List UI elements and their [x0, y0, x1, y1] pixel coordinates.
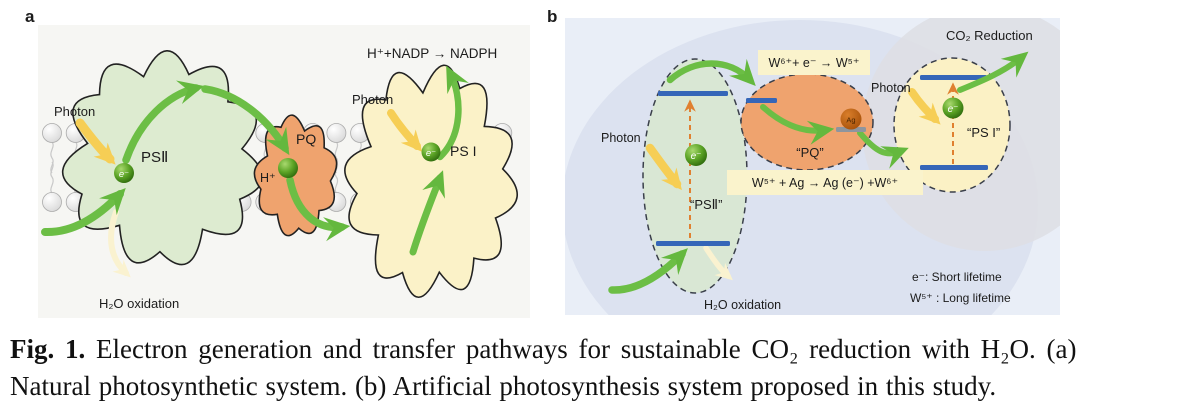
co2-reduction-label: CO₂ Reduction: [946, 28, 1033, 43]
h2o-oxidation-label-b: H₂O oxidation: [704, 298, 781, 312]
h2o-oxidation-arrow: [108, 209, 131, 278]
ag-transfer-equation-box: [727, 170, 923, 195]
panel-a-diagram: a Photon PSⅡ PQ H⁺ H⁺+NADP → NADPH Photo…: [25, 7, 530, 318]
photon-label-psi: Photon: [352, 92, 393, 107]
psii-export-arrow-2: [201, 85, 290, 156]
electron-label-psii-b: e⁻: [691, 151, 702, 162]
electron-sphere-psii-b: [685, 144, 707, 166]
pq-label-b: “PQ”: [796, 145, 823, 160]
photon-arrow-psi: [387, 109, 423, 152]
pq-internal-arrow: [760, 104, 835, 145]
electron-label-psi-b: e⁻: [948, 104, 959, 115]
psi-internal-arrow: [409, 170, 445, 256]
figure-caption: Fig. 1. Electron generation and transfer…: [10, 331, 1195, 402]
psii-label: PSⅡ: [141, 149, 168, 166]
psi-upper-level-bar: [920, 75, 987, 80]
water-electron-arrow: [41, 187, 126, 237]
silver-particle: [840, 108, 862, 130]
psii-label-b: “PSⅡ”: [690, 197, 722, 212]
pq-to-psi-arrow: [286, 176, 351, 242]
w-reduction-equation: W⁶⁺+ e⁻ → W⁵⁺: [769, 56, 860, 70]
psii-to-pq-arrow: [666, 58, 756, 87]
legend-electron-lifetime: e⁻: Short lifetime: [912, 270, 1002, 284]
psi-label-b: “PS I”: [967, 125, 1000, 140]
photon-arrow-psi-b: [908, 88, 941, 125]
psi-to-co2-arrow: [957, 51, 1029, 93]
psii-upper-level-bar: [658, 91, 728, 96]
silver-label: Ag: [846, 116, 855, 125]
panel-b-diagram: b Photon W⁶⁺+ e⁻ → W⁵⁺ W⁵⁺ + Ag → Ag (e⁻…: [547, 7, 1060, 315]
figure-number: Fig. 1.: [10, 334, 86, 364]
electron-label-psii: e⁻: [119, 169, 129, 180]
electron-label-psi: e⁻: [426, 148, 436, 159]
panel-b-label: b: [547, 7, 557, 26]
electron-sphere-pq: [278, 158, 298, 178]
pq-level-bar: [746, 98, 777, 103]
h2o-byproduct-arrow-b: [703, 245, 733, 281]
ag-transfer-equation: W⁵⁺ + Ag → Ag (e⁻) +W⁶⁺: [752, 176, 898, 190]
photon-label-psii: Photon: [54, 104, 95, 119]
electron-sphere-psii: [114, 163, 134, 183]
photon-label-psii-b: Photon: [601, 131, 641, 145]
panel-a-label: a: [25, 7, 35, 26]
water-electron-arrow-b: [608, 248, 688, 294]
photon-label-psi-b: Photon: [871, 81, 911, 95]
electron-sphere-psi: [421, 142, 441, 162]
nadph-equation: H⁺+NADP → NADPH: [367, 46, 497, 61]
caption-line-1: Fig. 1. Electron generation and transfer…: [10, 331, 1195, 368]
psi-lower-level-bar: [920, 165, 988, 170]
caption-line-2: Natural photosynthetic system. (b) Artif…: [10, 371, 997, 401]
w-reduction-equation-box: [758, 50, 870, 75]
h-plus-label: H⁺: [260, 171, 276, 185]
pq-label: PQ: [296, 131, 316, 147]
legend-w5-lifetime: W⁵⁺ : Long lifetime: [910, 291, 1011, 305]
electron-sphere-psi-b: [942, 97, 964, 119]
psi-label: PS I: [450, 143, 476, 159]
pq-to-psi-arrow-b: [857, 130, 909, 169]
photon-arrow-psii-b: [645, 143, 682, 191]
psi-to-nadph-arrow: [436, 65, 469, 161]
psii-export-arrow-1: [122, 80, 205, 164]
caption-line-1-text: Electron generation and transfer pathway…: [96, 334, 1077, 364]
photon-arrow-psii: [75, 118, 116, 165]
h2o-oxidation-label-a: H₂O oxidation: [99, 296, 179, 311]
psii-lower-level-bar: [656, 241, 730, 246]
